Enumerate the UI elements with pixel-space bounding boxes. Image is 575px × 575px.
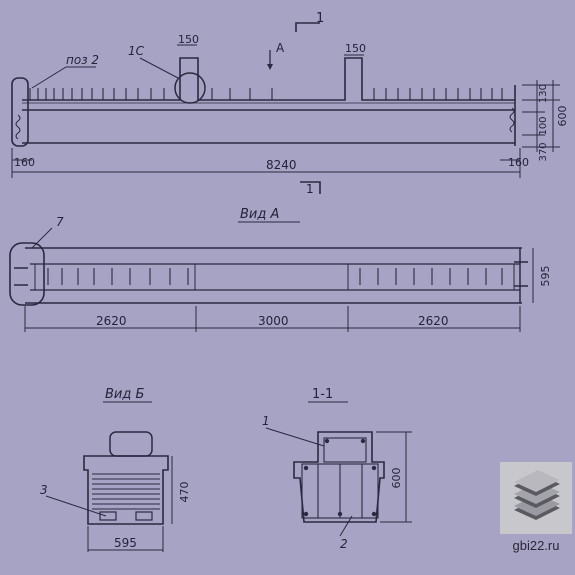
dim-h-100: 100 bbox=[538, 116, 549, 135]
view-b-callout-leader bbox=[45, 495, 107, 517]
dim-end-left: 160 bbox=[14, 156, 35, 169]
view-b-callout: 3 bbox=[40, 483, 48, 497]
view-b-dim-width: 595 bbox=[114, 536, 137, 550]
view-a-callout-leader bbox=[31, 227, 53, 249]
front-view: 1 А 150 150 bbox=[11, 11, 569, 196]
view-a-arrowhead bbox=[267, 64, 273, 70]
detail-1c-label: 1С bbox=[128, 44, 145, 58]
view-b-dim-height: 470 bbox=[178, 482, 191, 503]
spring-right bbox=[509, 107, 515, 133]
view-b-body bbox=[83, 455, 169, 525]
dim-end-right: 160 bbox=[508, 156, 529, 169]
plan-end-left bbox=[9, 242, 45, 306]
beam-outline bbox=[22, 57, 515, 144]
plan-dim-width: 595 bbox=[539, 266, 552, 287]
dim-lines-bottom bbox=[11, 148, 521, 178]
section-callout-top-leader bbox=[265, 427, 325, 447]
beam-end-left bbox=[11, 77, 29, 147]
detail-1c-circle bbox=[174, 72, 206, 104]
view-b-top-block bbox=[109, 431, 153, 457]
pos-2-label: поз 2 bbox=[66, 53, 99, 67]
plan-ticks bbox=[47, 268, 503, 285]
view-b-title: Вид Б bbox=[105, 387, 144, 402]
section-callout-bottom-leader bbox=[339, 515, 353, 537]
view-a-callout: 7 bbox=[56, 215, 64, 229]
section-dim-lines bbox=[376, 431, 412, 523]
dim-h-370: 370 bbox=[538, 142, 549, 161]
section-callout-bottom: 2 bbox=[340, 537, 348, 551]
view-a-title: Вид А bbox=[240, 207, 279, 222]
plan-dim-seg-mid: 3000 bbox=[258, 314, 289, 328]
dim-h-600: 600 bbox=[556, 106, 569, 127]
section-title: 1-1 bbox=[312, 387, 333, 402]
section-mark-label-bottom: 1 bbox=[306, 182, 314, 196]
section-callout-top: 1 bbox=[262, 414, 270, 428]
plan-cage-left bbox=[34, 263, 196, 291]
detail-1c-leader bbox=[139, 57, 179, 79]
section-mark-label-top: 1 bbox=[316, 11, 324, 26]
section-1-1: 1-1 1 2 600 bbox=[262, 387, 412, 551]
dim-notch-left: 150 bbox=[178, 33, 199, 46]
view-b-hatch bbox=[92, 473, 160, 510]
stirrup-ticks-front bbox=[29, 88, 503, 100]
dim-notch-mid: 150 bbox=[345, 42, 366, 55]
view-a-arrow-label: А bbox=[276, 41, 285, 55]
view-b-plates bbox=[99, 511, 153, 521]
section-outline bbox=[293, 431, 385, 523]
plan-dim-seg-right: 2620 bbox=[418, 314, 449, 328]
pos-2-leader bbox=[31, 66, 67, 89]
view-b: Вид Б 3 470 595 bbox=[40, 387, 191, 552]
dim-total-length: 8240 bbox=[266, 158, 297, 172]
site-url: gbi22.ru bbox=[512, 538, 560, 553]
spring-left bbox=[15, 114, 21, 140]
site-logo: gbi22.ru bbox=[500, 462, 572, 572]
dim-h-130: 130 bbox=[538, 84, 549, 103]
plan-lifting-loops bbox=[14, 261, 528, 287]
view-b-dim-lines-w bbox=[87, 526, 164, 552]
plan-dim-seg-left: 2620 bbox=[96, 314, 127, 328]
plan-cage-right bbox=[347, 263, 515, 291]
stacked-slabs-icon bbox=[500, 462, 572, 534]
dim-lines-right bbox=[522, 80, 560, 152]
section-mark-bottom bbox=[300, 181, 321, 194]
plan-dim-lines bbox=[24, 306, 521, 332]
section-rebar bbox=[301, 437, 379, 519]
view-a: Вид А 7 595 bbox=[9, 207, 552, 332]
section-bar-dots bbox=[303, 438, 377, 517]
section-mark-top bbox=[295, 22, 320, 32]
section-dim-height: 600 bbox=[390, 468, 403, 489]
